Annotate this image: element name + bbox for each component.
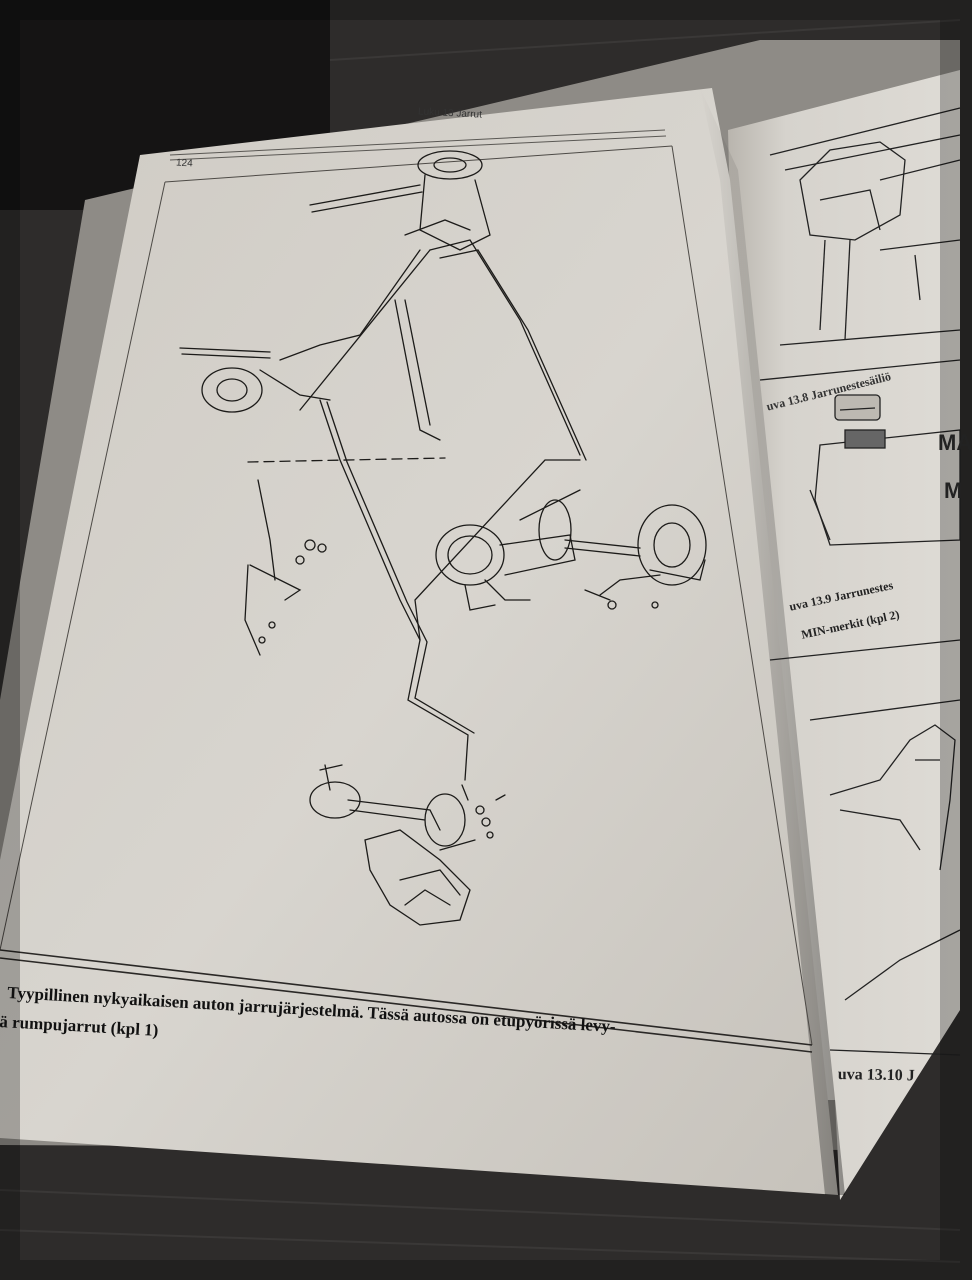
header-rules: [169, 129, 667, 161]
reservoir-illustration-top: [769, 107, 961, 346]
reservoir-max-mark: MA: [938, 430, 972, 455]
table-grain: [0, 19, 961, 1263]
gutter-shadow: [700, 88, 845, 1195]
caption-rules: [0, 949, 813, 1053]
reservoir-min-mark: M: [944, 478, 963, 503]
page-number: 124: [175, 157, 193, 170]
hand-illustration: [809, 699, 961, 1056]
reservoir-illustration-middle: [759, 359, 961, 661]
brake-system-illustration: [179, 150, 707, 926]
left-page: [0, 88, 838, 1195]
caption-13-10: uva 13.10 J: [837, 1066, 915, 1085]
